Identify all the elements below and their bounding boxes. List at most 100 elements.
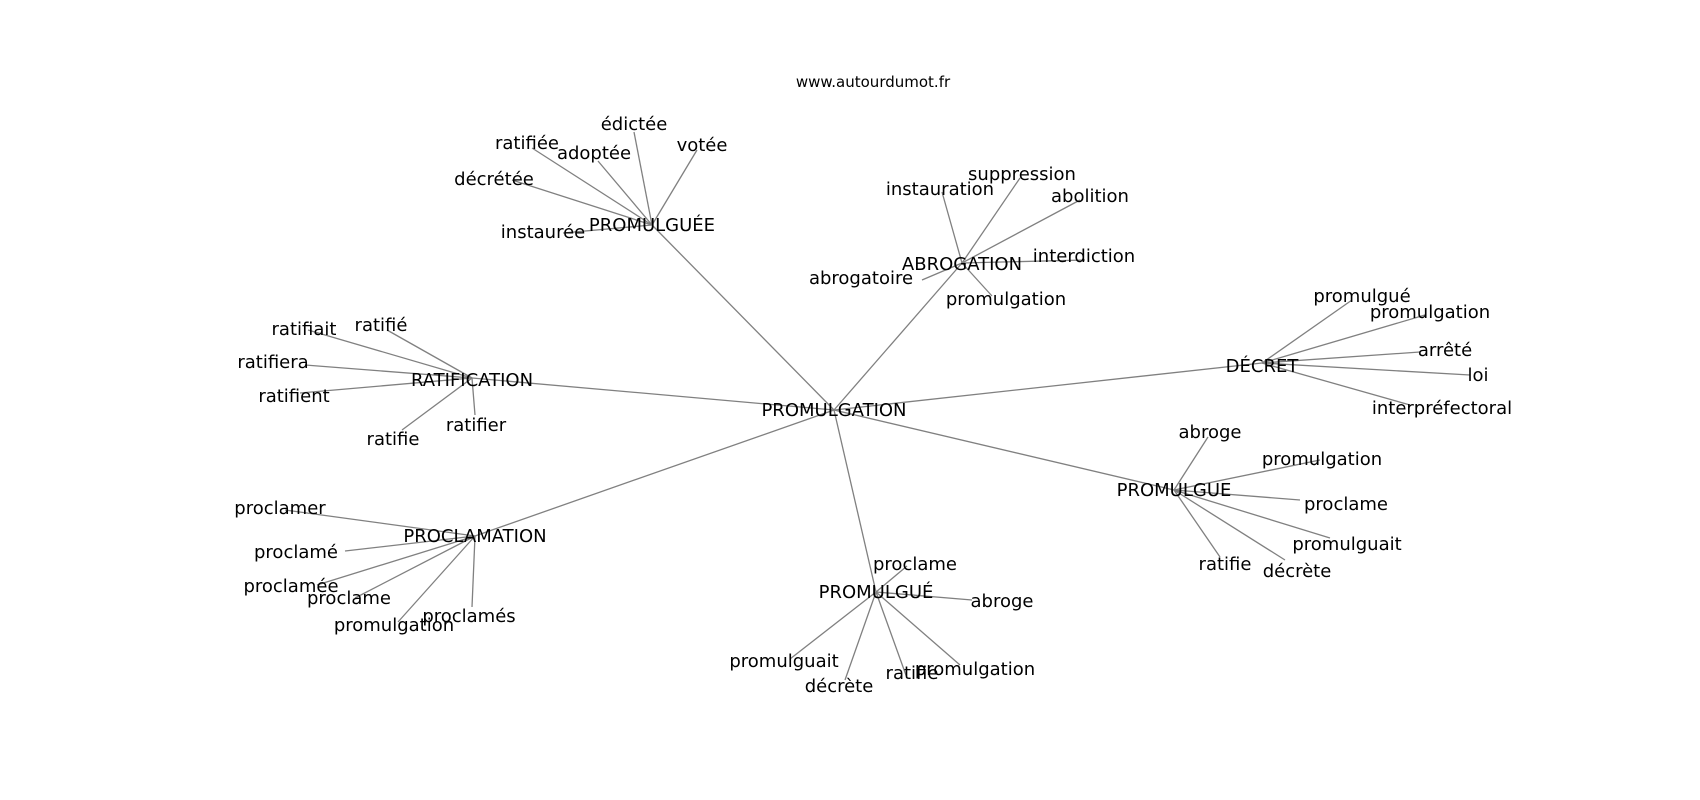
cluster-node-label[interactable]: PROCLAMATION [403,526,546,547]
word-node-label[interactable]: décrète [805,676,874,697]
edge-cluster-to-word [961,262,993,297]
word-node-label[interactable]: décrète [1263,561,1332,582]
edge-center-to-cluster [833,362,1263,411]
edge-cluster-to-word [1261,362,1411,406]
edge-cluster-to-word [961,259,1086,264]
edge-cluster-to-word [1173,489,1301,501]
word-node-label[interactable]: promulgation [915,659,1035,680]
word-node-label[interactable]: proclame [307,588,391,609]
word-node-label[interactable]: promulgation [334,615,454,636]
edge-cluster-to-word [1173,489,1221,558]
edge-cluster-to-word [651,149,698,226]
edge-cluster-to-word [304,364,473,379]
edge-cluster-to-word [875,591,961,666]
word-node-label[interactable]: décrétée [454,169,534,190]
word-node-label[interactable]: promulguait [1292,534,1401,555]
edge-cluster-to-word [1261,299,1353,364]
word-node-label[interactable]: ratifie [367,429,420,450]
word-node-label[interactable]: instauration [886,179,994,200]
edge-cluster-to-word [875,565,908,593]
word-node-label[interactable]: ratifiée [495,133,559,154]
word-node-label[interactable]: ratifiait [272,319,337,340]
cluster-node-label[interactable]: DÉCRET [1226,355,1300,377]
edge-cluster-to-word [875,591,908,679]
edge-cluster-to-word [401,377,473,431]
edge-cluster-to-word [316,535,476,586]
word-node-label[interactable]: promulgation [1262,449,1382,470]
word-node-label[interactable]: interdiction [1033,246,1135,267]
word-node-label[interactable]: promulgation [946,289,1066,310]
edge-cluster-to-word [789,591,877,660]
edge-cluster-to-word [875,591,973,601]
edge-center-to-cluster [833,409,1175,491]
cluster-node-label[interactable]: ABROGATION [902,254,1022,275]
word-node-label[interactable]: ratifiera [237,352,308,373]
word-node-label[interactable]: ratifié [355,315,408,336]
edge-cluster-to-word [344,535,476,552]
word-node-label[interactable]: édictée [601,114,668,135]
graph-edges [284,131,1471,681]
word-node-label[interactable]: proclamé [254,542,338,563]
edge-cluster-to-word [354,535,476,599]
word-node-label[interactable]: arrêté [1418,340,1472,361]
word-node-label[interactable]: proclame [873,554,957,575]
edge-cluster-to-word [397,535,476,623]
edge-cluster-to-word [284,509,476,537]
edge-center-to-cluster [833,409,877,593]
edge-cluster-to-word [1173,489,1286,561]
word-node-label[interactable]: proclamés [422,606,515,627]
word-node-label[interactable]: abolition [1051,186,1129,207]
edge-cluster-to-word [471,377,476,416]
cluster-node-label[interactable]: PROMULGUÉE [589,214,715,236]
word-node-label[interactable]: adoptée [557,143,631,164]
word-node-label[interactable]: proclamée [243,576,338,597]
edge-center-to-cluster [471,377,835,411]
edge-cluster-to-word [961,177,1021,264]
edge-cluster-to-word [633,131,653,226]
edge-center-to-cluster [833,262,963,411]
word-node-label[interactable]: promulgué [1313,286,1410,307]
word-node-label[interactable]: ratifie [1199,554,1252,575]
edge-cluster-to-word [299,377,473,394]
word-node-label[interactable]: ratifier [446,415,507,436]
word-node-label[interactable]: promulguait [729,651,838,672]
word-node-label[interactable]: suppression [968,164,1076,185]
word-node-label[interactable]: proclamer [234,498,326,519]
edge-cluster-to-word [471,535,476,608]
word-node-label[interactable]: abroge [971,591,1034,612]
cluster-node-label[interactable]: PROMULGUÉ [819,581,934,603]
edge-cluster-to-word [1261,362,1471,376]
word-node-label[interactable]: interpréfectoral [1372,398,1512,419]
edge-cluster-to-word [1261,314,1426,364]
edge-cluster-to-word [961,199,1081,264]
edge-cluster-to-word [1261,351,1421,364]
edge-cluster-to-word [386,329,473,379]
edge-center-to-cluster [474,409,835,537]
edge-center-to-cluster [651,224,835,411]
cluster-node-label[interactable]: PROMULGUE [1117,480,1232,501]
word-node-label[interactable]: ratifient [258,386,329,407]
edge-cluster-to-word [844,591,877,681]
word-node-label[interactable]: abroge [1179,422,1242,443]
cluster-node-label[interactable]: RATIFICATION [411,370,533,391]
edge-cluster-to-word [921,262,963,281]
edge-cluster-to-word [1173,489,1331,539]
edge-cluster-to-word [1173,436,1209,491]
edge-cluster-to-word [307,329,473,379]
edge-cluster-to-word [562,224,653,234]
edge-cluster-to-word [597,160,653,226]
site-url[interactable]: www.autourdumot.fr [796,73,951,91]
graph-labels: PROMULGATION PROMULGUÉE édictée votée ratifi… [234,114,1512,697]
center-node-label[interactable]: PROMULGATION [761,400,906,421]
word-node-label[interactable]: instaurée [501,222,585,243]
word-node-label[interactable]: abrogatoire [809,268,913,289]
word-node-label[interactable]: loi [1467,365,1488,386]
edge-cluster-to-word [1173,459,1321,491]
word-node-label[interactable]: ratifie [886,663,939,684]
word-node-label[interactable]: promulgation [1370,302,1490,323]
word-node-label[interactable]: votée [677,135,728,156]
edge-cluster-to-word [941,191,963,264]
edge-cluster-to-word [511,179,653,226]
word-node-label[interactable]: proclame [1304,494,1388,515]
